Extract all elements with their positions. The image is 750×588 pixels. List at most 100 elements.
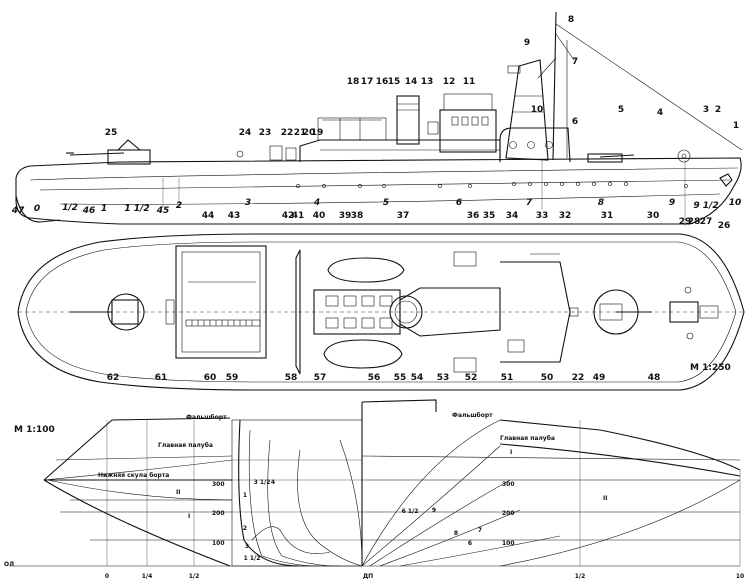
station-label: 5 [383,198,389,208]
wl-200-left: 200 [212,510,225,517]
plan-callout: 52 [465,373,478,383]
wl-200-right: 200 [502,510,515,517]
plan-callout: 43 [228,211,241,221]
profile-callout: 1 [733,121,739,131]
baseline-label: ОЛ [4,561,14,568]
profile-callout: 5 [618,105,624,115]
profile-callout: 18 [347,77,360,87]
wl-100-left: 100 [212,540,225,547]
wl-300-right: 300 [502,481,515,488]
station-label: 1 [101,204,107,214]
plan-callout: 31 [601,211,614,221]
profile-callout: 19 [311,128,324,138]
lines-axis-label: 1/4 [142,573,153,580]
plan-callout: 32 [559,211,572,221]
main-scale-label: М 1:250 [690,363,731,373]
profile-callout: 6 [572,117,578,127]
station-label: 10 [729,198,742,208]
plan-callout: 62 [107,373,120,383]
station-label: 8 [598,198,604,208]
body-plan-station: 1 1/2 [244,555,261,562]
profile-callout: 14 [405,77,418,87]
profile-callout: 8 [568,15,574,25]
plan-callout: 59 [226,373,239,383]
plan-callout: 29 [679,217,692,227]
wl-100-right: 100 [502,540,515,547]
plan-callout: 26 [718,221,731,231]
profile-view [15,11,743,226]
station-label: 4 [313,198,320,208]
station-label: 0 [34,204,40,214]
plan-callout: 28 [688,217,701,227]
profile-callout: 13 [421,77,434,87]
plan-callout: 48 [648,373,661,383]
profile-callout: 22 [281,128,294,138]
roman-1-right: I [510,449,512,456]
profile-callout: 21 [294,128,307,138]
plan-callout: 30 [647,211,660,221]
station-label: 6 [456,198,462,208]
station-label: 1 1/2 [124,204,149,214]
plan-callout: 34 [506,211,519,221]
plan-callout: 37 [397,211,410,221]
body-plan-station: 8 [454,530,458,537]
profile-callout: 16 [376,77,389,87]
side-chine-label: Нижняя скула борта [98,472,169,479]
station-label: 9 1/2 [693,201,718,211]
lines-axis-label: 1/2 [189,573,200,580]
body-plan-station: 6 [468,540,472,547]
plan-callout: 58 [285,373,298,383]
plan-callout: 35 [483,211,496,221]
main-deck-label-right: Главная палуба [500,435,555,442]
plan-callout: 49 [593,373,606,383]
plan-callout: 50 [541,373,554,383]
profile-callout: 25 [105,128,118,138]
profile-callout: 17 [361,77,374,87]
plan-callout: 56 [368,373,381,383]
lines-scale-label: М 1:100 [14,425,55,435]
plan-callout: 42 [282,211,295,221]
profile-callout: 15 [388,77,401,87]
profile-callout: 9 [524,38,530,48]
profile-callout: 20 [303,128,316,138]
plan-callout: 22 [572,373,585,383]
plan-callout: 55 [394,373,407,383]
bulwark-label-left: Фальшборт [186,414,227,421]
plan-callout: 41 [292,211,305,221]
plan-callout: 61 [155,373,168,383]
profile-callout: 23 [259,128,272,138]
roman-2-right: II [603,495,607,502]
station-label: 45 [156,206,170,216]
station-label: 3 [245,198,251,208]
station-label: 46 [82,206,96,216]
station-label: 9 [669,198,675,208]
roman-1-left: I [188,513,190,520]
station-label: 1/2 [62,203,78,213]
plan-callout: 44 [202,211,215,221]
profile-callout: 3 [703,105,709,115]
lines-axis-label: 0 [105,573,109,580]
plan-callout: 39 [339,211,352,221]
body-plan-station: 9 [432,507,436,514]
body-plan-station: 6 1/2 [402,508,419,515]
plan-callout: 27 [700,217,713,227]
plan-callout: 60 [204,373,217,383]
plan-callout: 36 [467,211,480,221]
plan-callout: 53 [437,373,450,383]
body-plan-station: 4 [271,479,275,486]
body-plan-station: 2 [243,525,247,532]
station-label: 2 [176,201,182,211]
main-deck-label-left: Главная палуба [158,442,213,449]
profile-callout: 12 [443,77,456,87]
profile-callout: 4 [657,108,663,118]
profile-callout: 10 [531,105,544,115]
plan-callout: 51 [501,373,514,383]
station-label: 47 [11,206,25,216]
plan-callout: 54 [411,373,424,383]
plan-callout: 40 [313,211,326,221]
plan-view [17,233,745,391]
lines-axis-label: 10 [736,573,744,580]
wl-300-left: 300 [212,481,225,488]
profile-callout: 11 [463,77,476,87]
